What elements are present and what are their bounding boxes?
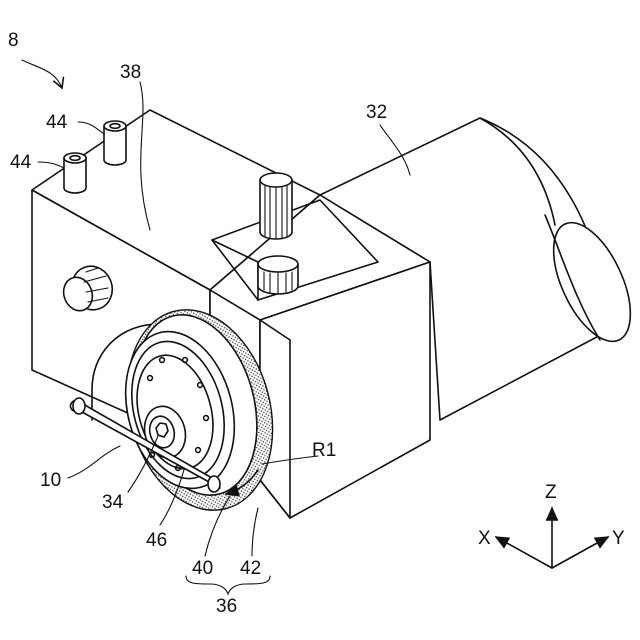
axis-indicator bbox=[496, 508, 608, 568]
port-tube-right bbox=[104, 121, 126, 165]
knob-top-front bbox=[258, 256, 298, 294]
label-guide: 46 bbox=[146, 530, 167, 551]
axis-label-x: X bbox=[478, 528, 491, 549]
axis-label-y: Y bbox=[612, 528, 625, 549]
leader-figure-ref bbox=[22, 60, 62, 88]
label-blade-group: 36 bbox=[216, 596, 237, 617]
label-rotation: R1 bbox=[312, 440, 336, 461]
leader-port-a bbox=[78, 122, 104, 134]
label-tool: 10 bbox=[40, 470, 61, 491]
leader-tool bbox=[68, 446, 120, 478]
leader-port-b bbox=[38, 162, 64, 168]
port-tube-left bbox=[64, 153, 86, 193]
leader-blade-outer bbox=[252, 508, 258, 556]
label-housing: 38 bbox=[120, 62, 141, 83]
label-blade-inner: 40 bbox=[192, 558, 213, 579]
label-port-a: 44 bbox=[46, 112, 68, 133]
label-motor: 32 bbox=[366, 102, 387, 123]
label-figure-ref: 8 bbox=[8, 30, 19, 51]
label-port-b: 44 bbox=[10, 152, 32, 173]
knob-top-rear bbox=[260, 173, 292, 239]
label-blade-outer: 42 bbox=[240, 558, 261, 579]
label-chuck: 34 bbox=[102, 492, 124, 513]
axis-label-z: Z bbox=[545, 482, 557, 503]
